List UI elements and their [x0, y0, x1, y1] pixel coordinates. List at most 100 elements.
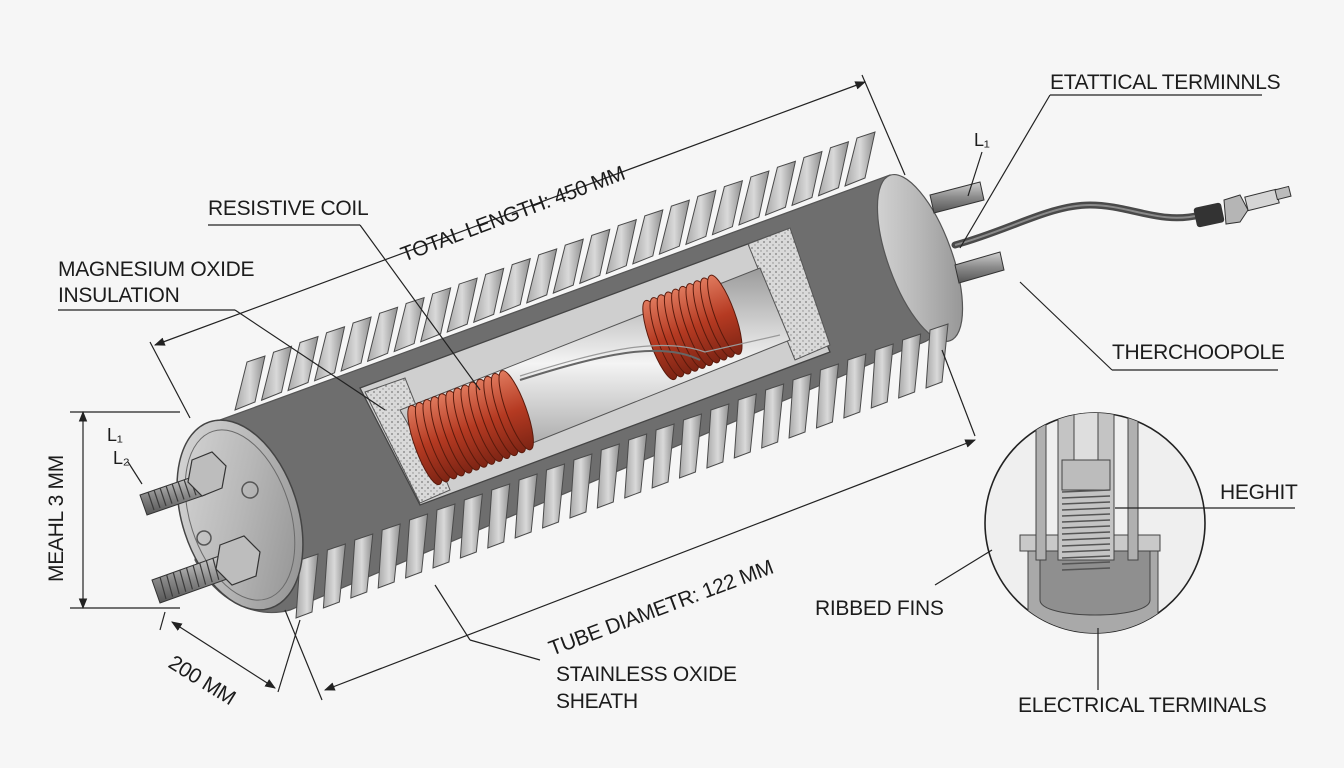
thread-ridge: [165, 485, 173, 504]
top-fin: [260, 345, 293, 402]
left-terminals: [139, 451, 261, 604]
bottom-fin: [405, 513, 429, 579]
top-fin: [472, 267, 505, 324]
electrical-terminals-label: ELECTRICAL TERMINALS: [1018, 694, 1267, 717]
bottom-fin: [350, 533, 374, 599]
upper-terminal-nut: [187, 451, 227, 497]
detail-thread-ridge: [1061, 537, 1111, 541]
top-fin: [685, 189, 717, 246]
bottom-fin: [514, 473, 538, 539]
stainless-sheath-label-line1: STAINLESS OXIDE: [556, 663, 737, 686]
thermocouple-fitting: [1223, 194, 1249, 225]
top-fin: [287, 335, 319, 392]
thread-ridge: [147, 491, 155, 511]
bottom-fin: [377, 523, 401, 589]
top-fin: [552, 238, 584, 294]
thermocouple-label: THERCHOOPOLE: [1112, 341, 1285, 364]
detail-thread-ridge: [1061, 549, 1111, 553]
magnesium-oxide-label-line2: INSULATION: [58, 284, 180, 307]
thread-ridge: [179, 569, 187, 592]
detail-view: [984, 412, 1206, 634]
detail-thread-ridge: [1061, 561, 1111, 565]
top-fin: [340, 316, 372, 372]
bottom-fin: [733, 393, 757, 459]
bottom-fin: [761, 383, 785, 449]
thread-ridge: [159, 576, 167, 600]
bottom-fin: [898, 333, 922, 399]
height-dimension-label: MEAHL 3 MM: [45, 455, 68, 582]
bottom-fin: [788, 373, 812, 439]
bottom-fin: [815, 363, 840, 429]
detail-thread-ridge: [1061, 567, 1111, 571]
detail-thread-ridge: [1061, 501, 1111, 505]
bottom-fin: [459, 493, 483, 559]
cap-marking-2: [196, 530, 212, 546]
thermocouple-tip: [1244, 188, 1280, 212]
total-length-dimension-line: [153, 81, 867, 346]
resistive-coil-left: [407, 370, 534, 486]
detail-thread-ridge: [1061, 507, 1111, 511]
top-fin: [791, 150, 823, 207]
top-fin: [844, 131, 876, 187]
thread-ridge: [153, 489, 161, 509]
lower-terminal-nut: [215, 535, 261, 586]
detail-thread-ridge: [1061, 495, 1111, 499]
top-fin: [711, 179, 744, 236]
detail-thread-ridge: [1061, 519, 1111, 523]
magnesium-oxide-label-line1: MAGNESIUM OXIDE: [58, 258, 255, 281]
thread-ridge: [159, 487, 167, 506]
detail-thread-ridge: [1061, 489, 1111, 493]
l1-top-label: L₁: [974, 130, 990, 150]
top-fin: [605, 218, 637, 275]
bottom-fin: [843, 353, 867, 419]
bottom-fin: [295, 553, 319, 619]
top-fin: [526, 248, 558, 304]
right-terminals: [929, 181, 1292, 284]
top-fin: [579, 228, 611, 285]
top-fin: [817, 140, 850, 197]
top-fin: [738, 170, 770, 226]
thread-ridge: [199, 562, 207, 585]
ribbed-fins-label: RIBBED FINS: [815, 597, 944, 620]
detail-thread-ridge: [1061, 513, 1111, 517]
detail-thread-ridge: [1061, 525, 1111, 529]
bottom-fin: [487, 483, 511, 549]
bottom-fin: [596, 443, 620, 509]
thread-ridge: [183, 479, 191, 498]
thermocouple-sleeve: [1193, 202, 1225, 228]
top-fin: [446, 277, 478, 333]
etattical-terminals-label: ETATTICAL TERMINNLS: [1050, 71, 1281, 94]
stainless-sheath-label-line2: SHEATH: [556, 690, 638, 713]
bottom-fin: [925, 323, 949, 389]
detail-thread-ridge: [1061, 543, 1111, 547]
bottom-fin: [651, 423, 675, 489]
detail-thread-ridge: [1061, 555, 1111, 559]
annotation-lines: [58, 74, 1295, 701]
tube-diameter-dimension-line: [323, 439, 977, 691]
top-fin: [658, 199, 691, 256]
bottom-fin: [624, 433, 648, 499]
detail-thread-ridge: [1061, 531, 1111, 535]
resistive-coil-label: RESISTIVE COIL: [208, 197, 369, 220]
top-fin: [632, 209, 664, 265]
thread-ridge: [172, 572, 180, 595]
thread-ridge: [177, 481, 185, 500]
top-fin: [366, 306, 399, 363]
top-fin: [393, 296, 425, 353]
bottom-fin: [706, 403, 730, 469]
bottom-fin: [541, 463, 566, 529]
l2-left-label: L₂: [113, 448, 130, 468]
top-fin: [234, 355, 266, 411]
thread-ridge: [166, 574, 174, 597]
thread-ridge: [205, 560, 213, 583]
top-fin: [499, 257, 531, 314]
heght-label: HEGHIT: [1220, 481, 1298, 504]
width-dimension-line: [171, 621, 276, 689]
bottom-fin: [678, 413, 703, 479]
thermocouple-cable: [951, 201, 1204, 249]
bottom-fin: [569, 453, 593, 519]
thread-ridge: [171, 483, 179, 502]
cap-marking-1: [241, 481, 259, 499]
